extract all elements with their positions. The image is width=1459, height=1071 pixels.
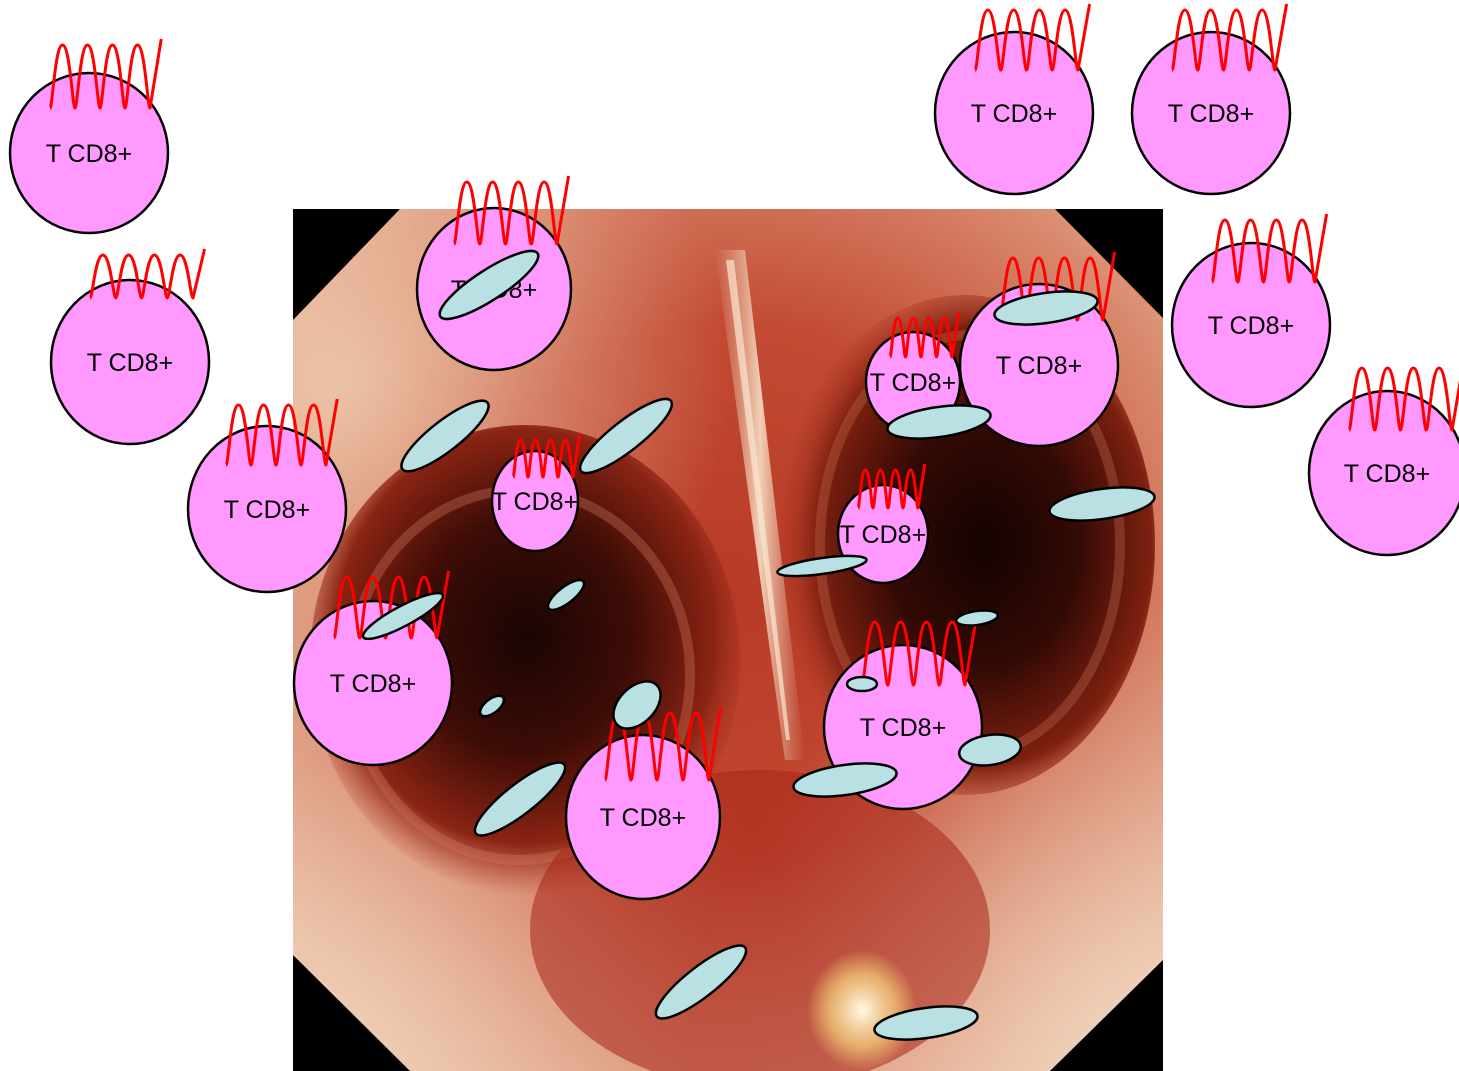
t-cell-label: T CD8+ (600, 804, 686, 832)
t-cd8-cell: T CD8+ (1309, 362, 1459, 555)
t-cell-label: T CD8+ (840, 521, 926, 549)
t-cell-label: T CD8+ (46, 140, 132, 168)
t-cell-label: T CD8+ (870, 369, 956, 397)
t-cell-label: T CD8+ (330, 670, 416, 698)
t-cell-label: T CD8+ (87, 349, 173, 377)
t-cell-label: T CD8+ (860, 714, 946, 742)
t-cell-label: T CD8+ (224, 496, 310, 524)
t-cell-label: T CD8+ (1208, 312, 1294, 340)
t-cell-label: T CD8+ (996, 352, 1082, 380)
t-cd8-cell: T CD8+ (1132, 4, 1290, 194)
t-cd8-cell: T CD8+ (1172, 214, 1330, 407)
t-cd8-cell: T CD8+ (10, 39, 168, 233)
t-cell-label: T CD8+ (971, 100, 1057, 128)
t-cell-label: T CD8+ (1168, 100, 1254, 128)
t-cell-label: T CD8+ (492, 488, 578, 516)
t-cd8-cell: T CD8+ (935, 4, 1093, 194)
t-cell-label: T CD8+ (1344, 460, 1430, 488)
particle-oval (847, 677, 877, 691)
t-cd8-cell: T CD8+ (51, 249, 209, 444)
